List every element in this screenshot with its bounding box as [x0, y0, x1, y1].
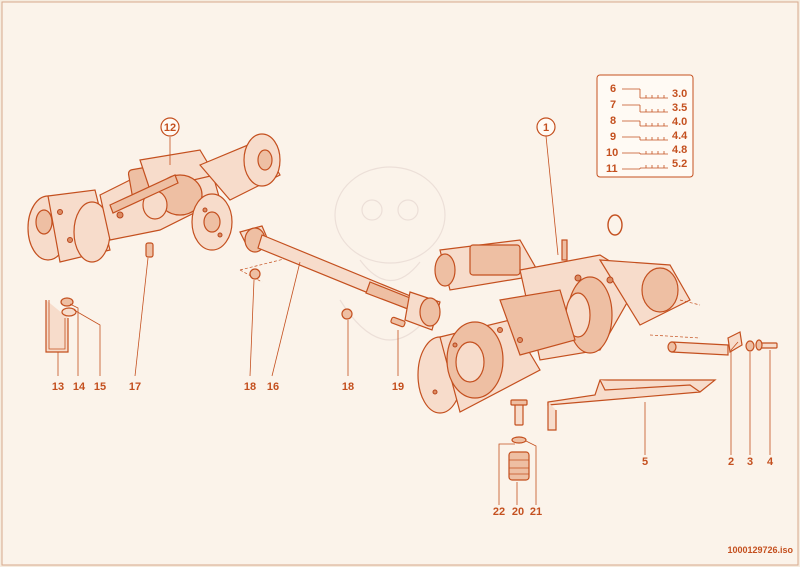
washer-3	[745, 340, 755, 352]
callout-19: 19	[392, 381, 404, 393]
ratio-value: 3.5	[672, 102, 687, 114]
o-ring	[607, 214, 623, 236]
callout-1: 1	[536, 117, 556, 137]
ratio-value: 4.8	[672, 144, 687, 156]
callout-22: 22	[493, 506, 505, 518]
nut-18-left	[249, 268, 261, 280]
ratio-value: 5.2	[672, 158, 687, 170]
callout-16: 16	[267, 381, 279, 393]
callout-20: 20	[512, 506, 524, 518]
ratio-index: 8	[610, 115, 616, 127]
callout-14: 14	[73, 381, 86, 393]
ratio-row: 6 3.0	[610, 83, 687, 100]
ratio-table: 6 3.0 7 3.5 8 4.0 9 4.4 10	[596, 74, 694, 178]
ratio-index: 9	[610, 131, 616, 143]
callout-5: 5	[642, 456, 648, 468]
ratio-value: 4.0	[672, 116, 687, 128]
nut-18-right	[341, 308, 353, 320]
stud-19	[390, 316, 406, 328]
ratio-row: 8 4.0	[610, 115, 687, 128]
callout-2: 2	[728, 456, 734, 468]
drawing-code: 1000129726.iso	[727, 545, 793, 555]
ratio-index: 6	[610, 83, 616, 95]
callout-18-left: 18	[244, 381, 256, 393]
ratio-row: 11 5.2	[606, 158, 687, 175]
ratio-index: 11	[606, 163, 618, 175]
ratio-value: 3.0	[672, 88, 687, 100]
rear-axle-assembly	[417, 239, 691, 414]
washer-21	[511, 436, 527, 444]
callout-4: 4	[767, 456, 774, 468]
svg-text:1: 1	[543, 122, 549, 134]
pivot-pin-2	[667, 331, 743, 356]
bushing-20	[508, 451, 530, 481]
u-bolt-13	[45, 300, 69, 353]
callout-12: 12	[160, 117, 180, 137]
svg-text:12: 12	[164, 122, 176, 134]
bolt-4	[755, 339, 778, 351]
ratio-row: 7 3.5	[610, 99, 687, 114]
ratio-row: 10 4.8	[606, 144, 687, 159]
front-axle-assembly	[27, 133, 281, 263]
support-bracket-5	[547, 379, 717, 431]
callout-21: 21	[530, 506, 542, 518]
callout-17: 17	[129, 381, 141, 393]
washer-15	[61, 307, 77, 317]
drive-shaft	[239, 225, 441, 331]
ratio-index: 7	[610, 99, 616, 111]
ratio-table-rows: 6 3.0 7 3.5 8 4.0 9 4.4 10	[606, 83, 688, 175]
bolt-17	[145, 242, 154, 258]
leader-lines	[57, 135, 771, 505]
ratio-value: 4.4	[672, 130, 688, 142]
ratio-index: 10	[606, 147, 618, 159]
bolt-22	[510, 399, 528, 426]
callout-18-right: 18	[342, 381, 354, 393]
callout-13: 13	[52, 381, 64, 393]
ratio-row: 9 4.4	[610, 130, 688, 143]
callout-15: 15	[94, 381, 106, 393]
callout-3: 3	[747, 456, 753, 468]
